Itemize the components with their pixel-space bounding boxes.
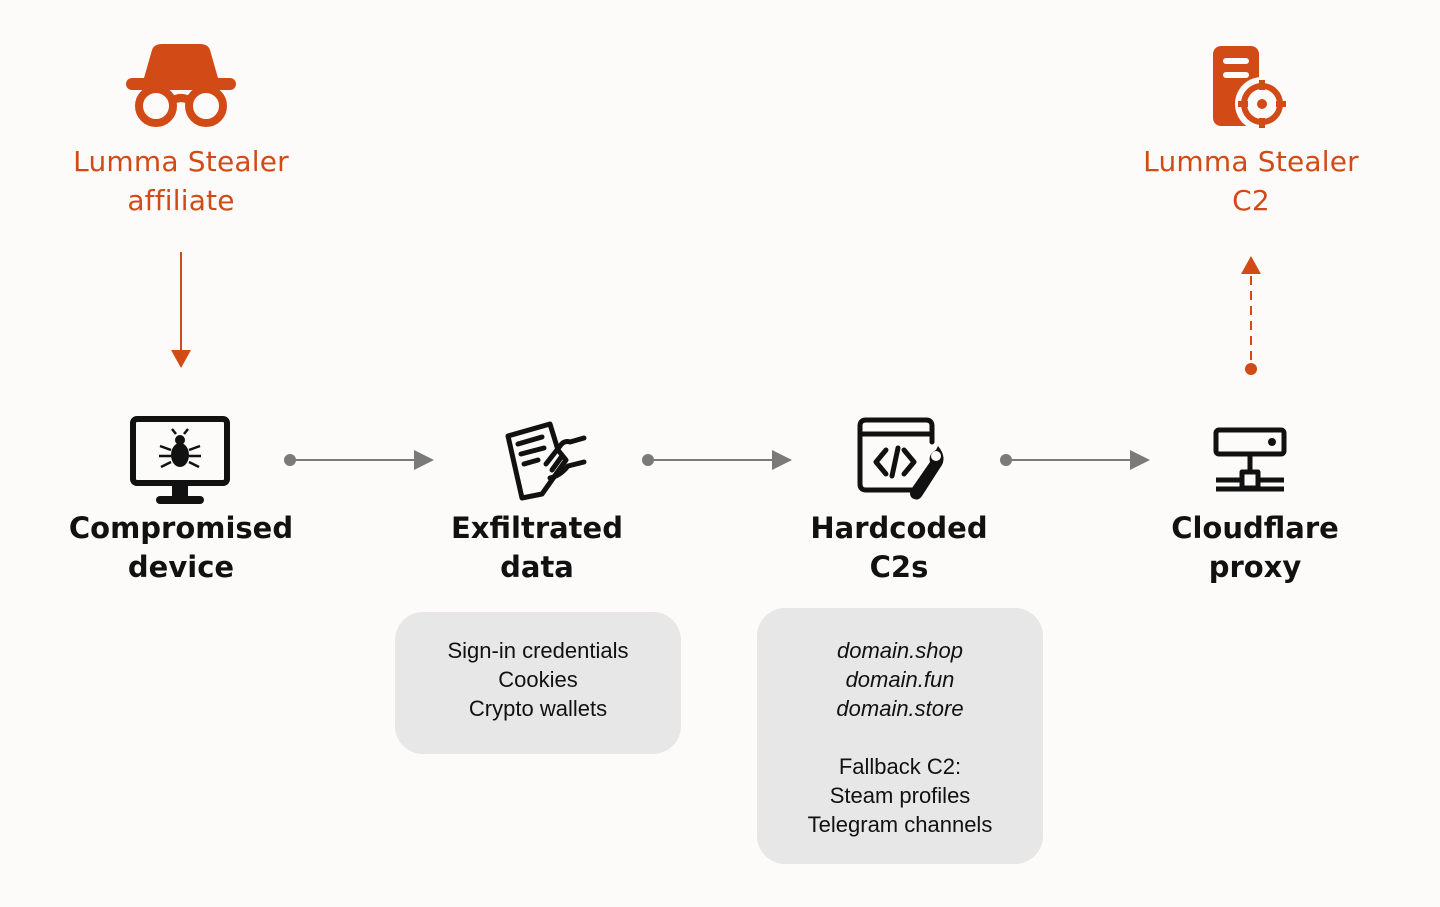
device-label: Compromised device xyxy=(68,511,294,584)
documents-hand-icon xyxy=(505,421,587,501)
hardcoded-to-proxy-connector xyxy=(1000,450,1150,470)
exfil-item: Sign-in credentials xyxy=(447,638,629,663)
affiliate-to-device-arrow xyxy=(171,252,191,368)
monitor-bug-icon xyxy=(130,416,230,504)
exfil-item: Cookies xyxy=(498,667,578,692)
exfil-item: Crypto wallets xyxy=(468,696,608,721)
affiliate-label: Lumma Stealer affiliate xyxy=(73,145,289,217)
c2-domain: domain.store xyxy=(836,696,964,721)
fallback-item: Steam profiles xyxy=(829,783,971,808)
c2-details-box: domain.shop domain.fun domain.store Fall… xyxy=(757,608,1043,864)
network-device-icon xyxy=(1213,427,1287,492)
exfil-to-hardcoded-connector xyxy=(642,450,792,470)
proxy-to-c2-arrow xyxy=(1241,256,1261,375)
exfil-label: Exfiltrated data xyxy=(451,511,623,584)
device-to-exfil-connector xyxy=(284,450,434,470)
spy-incognito-icon xyxy=(126,44,236,127)
code-window-wrench-icon xyxy=(857,417,944,500)
c2-label: Lumma Stealer C2 xyxy=(1143,145,1359,217)
proxy-label: Cloudflare proxy xyxy=(1171,511,1339,584)
c2-domain: domain.shop xyxy=(837,638,963,663)
c2-domain: domain.fun xyxy=(845,667,955,692)
fallback-title: Fallback C2: xyxy=(838,754,962,779)
exfil-details-box: Sign-in credentials Cookies Crypto walle… xyxy=(395,612,681,754)
fallback-item: Telegram channels xyxy=(807,812,993,837)
server-target-icon xyxy=(1213,46,1289,131)
hardcoded-label: Hardcoded C2s xyxy=(810,511,988,584)
